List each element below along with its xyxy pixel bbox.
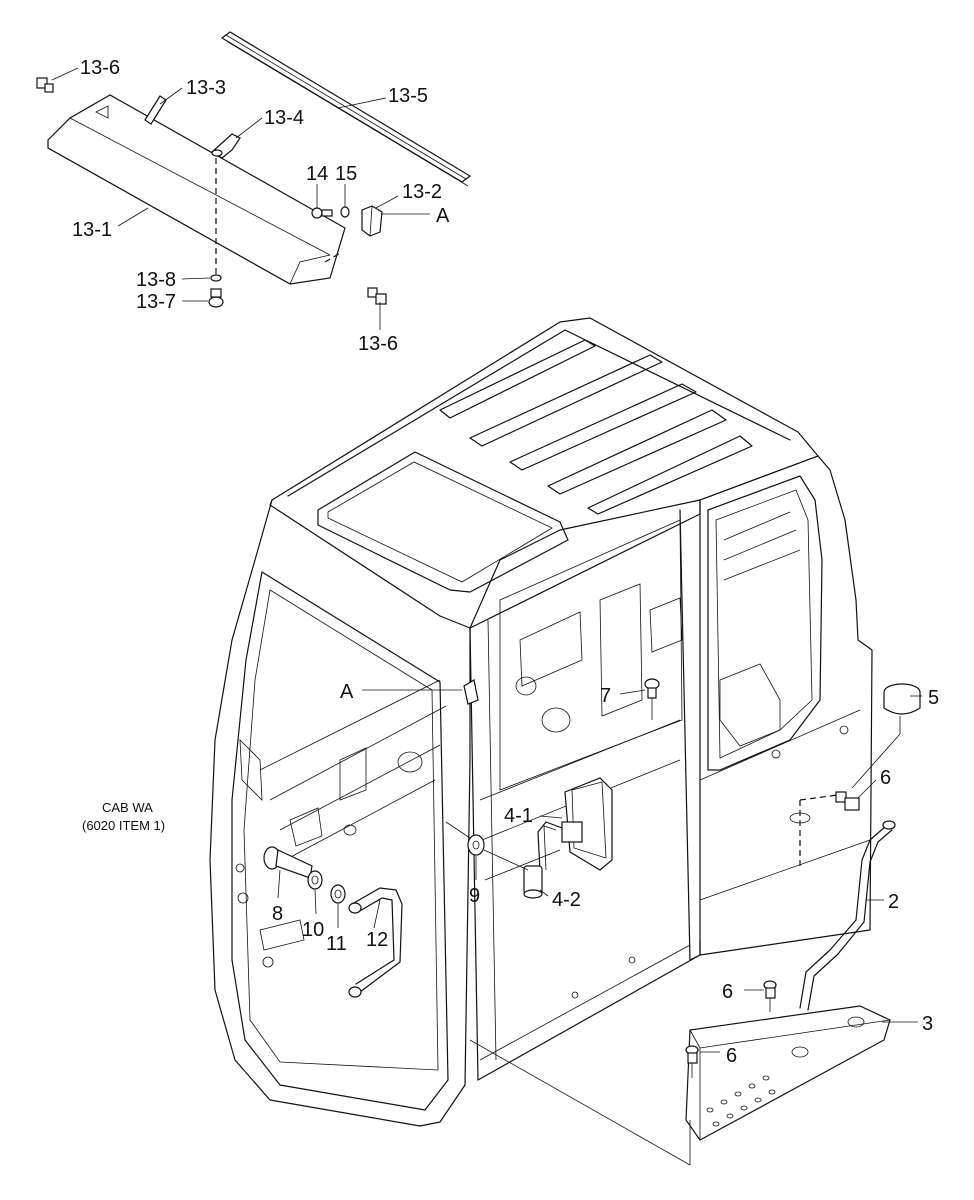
washer-part	[307, 870, 323, 890]
note-line-1: CAB WA	[102, 800, 153, 815]
grab-handle	[348, 887, 403, 998]
screw-part	[367, 287, 387, 305]
callout-5: 5	[928, 687, 939, 709]
callout-8: 8	[272, 903, 283, 925]
clip-part	[144, 95, 167, 125]
reference-note: CAB WA (6020 ITEM 1)	[82, 800, 165, 833]
bracket-part	[361, 205, 383, 237]
washer-part	[210, 274, 222, 282]
callout-14: 14	[306, 163, 328, 185]
callout-13-5: 13-5	[388, 85, 428, 107]
cab-frame	[209, 317, 873, 1127]
callout-13-8: 13-8	[136, 269, 176, 291]
callout-A-top: A	[436, 205, 450, 227]
visor-assembly	[36, 31, 472, 308]
callout-2: 2	[888, 891, 899, 913]
callout-3: 3	[922, 1013, 933, 1035]
leader-lines	[277, 689, 922, 1053]
seal-strip	[220, 31, 472, 187]
handrail-part	[799, 820, 896, 1011]
callout-13-2: 13-2	[402, 181, 442, 203]
bolt-part	[644, 678, 660, 720]
callout-4-2: 4-2	[552, 889, 581, 911]
washer-part	[340, 206, 350, 218]
cab-right-side	[699, 455, 873, 956]
sunroof-window	[317, 451, 569, 593]
step-holes	[706, 1016, 865, 1127]
washer-part	[330, 884, 346, 904]
cab-roof	[269, 317, 819, 629]
callout-A-cab: A	[340, 681, 354, 703]
bolt-part	[208, 288, 224, 308]
note-line-2: (6020 ITEM 1)	[82, 818, 165, 833]
callout-11: 11	[326, 933, 347, 955]
rear-interior	[479, 519, 683, 881]
bolt-part	[263, 846, 313, 879]
right-interior	[699, 511, 871, 901]
mirror-part	[564, 777, 613, 871]
washer-part	[467, 834, 485, 856]
bolt-part	[685, 1045, 699, 1078]
callout-labels: 13-6 13-3 13-4 13-5 14 15 13-2 A 13-1 13…	[72, 57, 939, 1067]
cab-left-side	[209, 499, 471, 1127]
roof-ribs	[439, 339, 753, 515]
cab-floor	[477, 939, 701, 1081]
callout-13-1: 13-1	[72, 219, 112, 241]
callout-13-6-bottom: 13-6	[358, 333, 398, 355]
callout-12: 12	[366, 929, 388, 951]
callout-13-4: 13-4	[264, 107, 304, 129]
callout-15: 15	[335, 163, 357, 185]
callout-13-6-top: 13-6	[80, 57, 120, 79]
callout-6-mid: 6	[722, 981, 733, 1003]
bolt-part	[835, 791, 860, 811]
callout-13-3: 13-3	[186, 77, 226, 99]
interior-braces	[235, 679, 447, 968]
callout-9: 9	[469, 885, 480, 907]
cab-center-pillar	[469, 499, 701, 961]
callout-7: 7	[600, 685, 611, 707]
leader-lines	[51, 67, 430, 330]
step-plate	[685, 1005, 891, 1165]
bolt-part	[311, 207, 333, 219]
callout-6-right: 6	[880, 767, 891, 789]
callout-4-1: 4-1	[504, 805, 533, 827]
bracket-part	[210, 133, 241, 159]
mirror-assembly	[523, 777, 613, 899]
callout-6-low: 6	[726, 1045, 737, 1067]
bolt-part	[763, 980, 777, 1012]
callout-13-7: 13-7	[136, 291, 176, 313]
screw-part	[36, 77, 54, 93]
mirror-stem	[523, 865, 543, 899]
callout-10: 10	[302, 919, 324, 941]
